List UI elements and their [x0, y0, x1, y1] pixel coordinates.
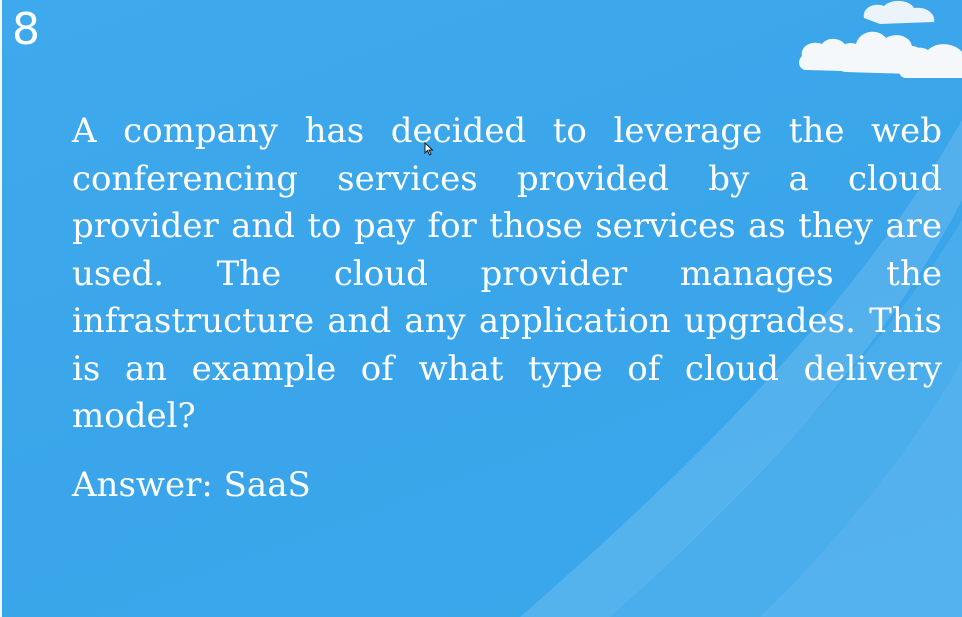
question-text: A company has decided to leverage the we… [72, 111, 942, 436]
slide-number: 8 [12, 4, 40, 55]
slide-left-border [0, 0, 2, 617]
mouse-cursor-icon [424, 142, 434, 156]
answer-text: Answer: SaaS [72, 465, 311, 505]
